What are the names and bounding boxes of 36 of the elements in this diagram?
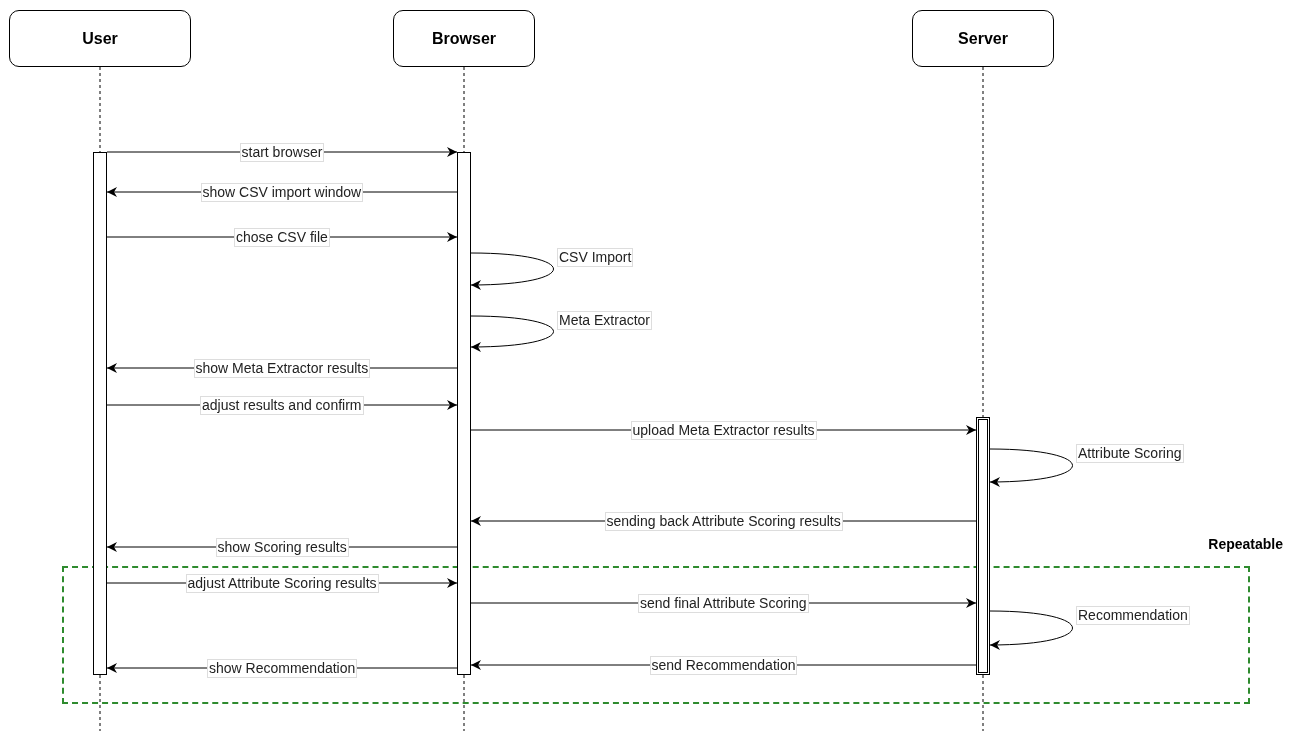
self-message-arrow xyxy=(470,315,554,352)
participant-box xyxy=(912,10,1054,67)
edge-label: show Scoring results xyxy=(215,537,349,557)
self-message-arrow xyxy=(989,610,1073,650)
edge-label: CSV Import xyxy=(557,247,634,267)
lifeline xyxy=(463,674,465,731)
lifeline xyxy=(99,66,101,153)
edge-label: Meta Extractor xyxy=(557,310,653,330)
edge-label: show Meta Extractor results xyxy=(193,358,371,378)
edge-label: sending back Attribute Scoring results xyxy=(604,511,843,531)
participant-box xyxy=(393,10,535,67)
edge-label: Attribute Scoring xyxy=(1076,443,1184,463)
activation-bar xyxy=(457,152,471,675)
participant-name: Server xyxy=(958,29,1008,48)
edge-label: Recommendation xyxy=(1076,605,1190,625)
participant-name: User xyxy=(82,29,118,48)
lifeline xyxy=(982,674,984,731)
participant-box xyxy=(9,10,191,67)
self-message-arrow xyxy=(989,448,1073,487)
edge-label: show Recommendation xyxy=(207,658,358,678)
edge-label: send Recommendation xyxy=(649,655,798,675)
lifeline xyxy=(982,66,984,418)
activation-bar xyxy=(93,152,107,675)
self-message-arrow xyxy=(470,252,554,290)
lifeline xyxy=(463,66,465,153)
participant-name: Browser xyxy=(432,29,496,48)
edge-label: adjust Attribute Scoring results xyxy=(185,573,379,593)
edge-label: show CSV import window xyxy=(200,182,364,202)
frame-label: Repeatable xyxy=(1208,536,1283,552)
edge-label: send final Attribute Scoring xyxy=(638,593,809,613)
activation-bar xyxy=(976,417,990,675)
edge-label: upload Meta Extractor results xyxy=(630,420,817,440)
lifeline xyxy=(99,674,101,731)
edge-label: adjust results and confirm xyxy=(200,395,364,415)
edge-label: chose CSV file xyxy=(234,227,330,247)
edge-label: start browser xyxy=(239,142,325,162)
